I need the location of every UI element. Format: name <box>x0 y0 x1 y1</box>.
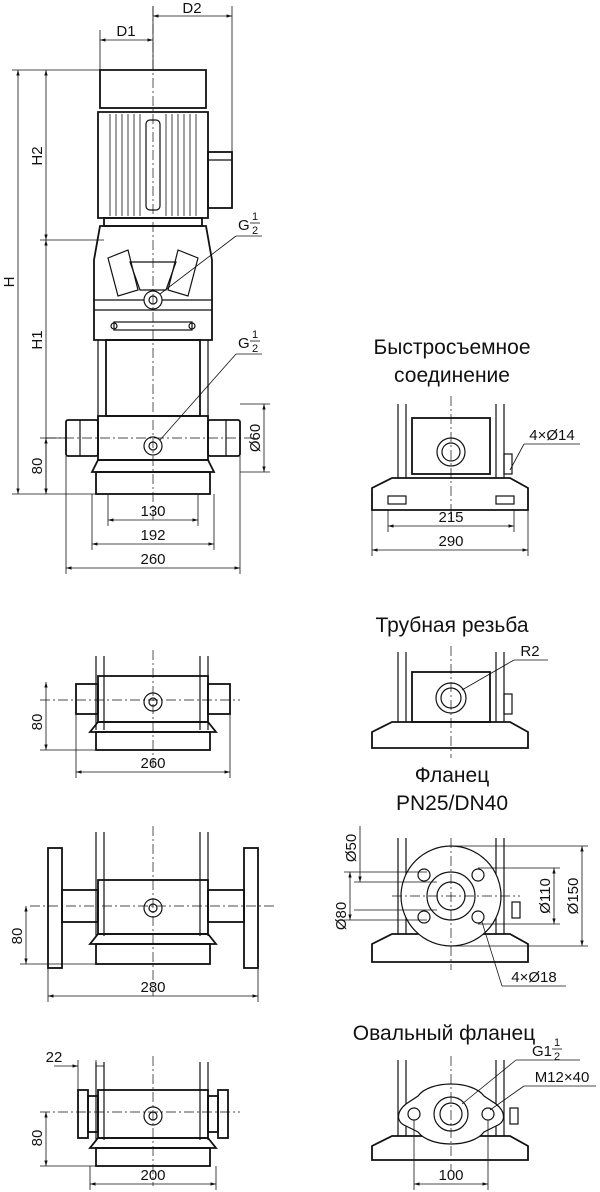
flange-d110: Ø110 <box>537 878 554 914</box>
dim-outlet-diameter: Ø60 <box>247 424 264 452</box>
pump-bracket <box>93 225 213 341</box>
oval-flange-w22: 22 <box>46 1049 63 1066</box>
dim-d2-label: D2 <box>182 0 201 17</box>
flange-front-height: 80 <box>9 928 26 945</box>
oval-flange-thread: G1 <box>532 1043 552 1060</box>
vent-thread-label: G <box>238 217 250 234</box>
pipe-thread-height: 80 <box>29 714 46 731</box>
oval-flange-w100: 100 <box>438 1167 463 1184</box>
dim-192: 192 <box>140 527 165 544</box>
dim-h2-label: H2 <box>29 146 46 165</box>
oval-flange-side-view: Овальный фланец G1 1 2 M12×40 100 <box>353 1022 596 1190</box>
pipe-thread-width: 260 <box>140 755 165 772</box>
dim-h1-label: H1 <box>29 330 46 349</box>
vent-thread-frac-num: 1 <box>252 211 258 223</box>
dim-215: 215 <box>438 509 463 526</box>
flange-front-view: 80 280 <box>9 826 276 1002</box>
dim-d1-label: D1 <box>116 23 135 40</box>
oval-flange-front-width: 200 <box>140 1167 165 1184</box>
pipe-thread-title: Трубная резьба <box>375 614 528 637</box>
flange-d50: Ø50 <box>343 834 360 862</box>
drain-thread-frac-num: 1 <box>252 329 258 341</box>
terminal-box <box>207 151 233 209</box>
dim-base-height: 80 <box>29 458 46 475</box>
flange-front-width: 280 <box>140 979 165 996</box>
pipe-thread-side-view: Трубная резьба R2 <box>371 614 548 758</box>
oval-flange-front-height: 80 <box>29 1130 46 1147</box>
quick-connect-title-line2: соединение <box>394 364 510 387</box>
pipe-thread-front-view: 80 260 <box>29 650 240 778</box>
drain-thread-frac-den: 2 <box>252 343 258 355</box>
oval-flange-thread-frac-num: 1 <box>554 1037 560 1049</box>
flange-title-line1: Фланец <box>415 764 490 787</box>
quick-connect-title-line1: Быстросъемное <box>373 336 530 359</box>
drain-thread-label: G <box>238 335 250 352</box>
quick-connect-view: Быстросъемное соединение 4×Ø14 215 290 <box>371 336 580 556</box>
oval-flange-front-view: 22 80 200 <box>29 1049 240 1190</box>
vent-thread-frac-den: 2 <box>252 225 258 237</box>
main-pump-view: D1 D2 H H2 H1 80 Ø60 G 1 2 G 1 2 <box>1 0 270 574</box>
dim-130: 130 <box>140 503 165 520</box>
flange-d150: Ø150 <box>565 878 582 915</box>
dim-260: 260 <box>140 551 165 568</box>
oval-flange-bolts: M12×40 <box>535 1069 590 1086</box>
pipe-thread-size: R2 <box>520 643 539 660</box>
quick-connect-holes: 4×Ø14 <box>529 427 574 444</box>
flange-holes: 4×Ø18 <box>511 969 556 986</box>
flange-side-view: Фланец PN25/DN40 Ø50 Ø80 Ø110 <box>333 764 588 987</box>
dim-290: 290 <box>438 533 463 550</box>
oval-flange-title: Овальный фланец <box>353 1022 535 1045</box>
flange-title-line2: PN25/DN40 <box>396 792 508 815</box>
flange-d80: Ø80 <box>333 902 350 930</box>
dim-h-label: H <box>1 277 18 288</box>
oval-flange-thread-frac-den: 2 <box>554 1051 560 1063</box>
